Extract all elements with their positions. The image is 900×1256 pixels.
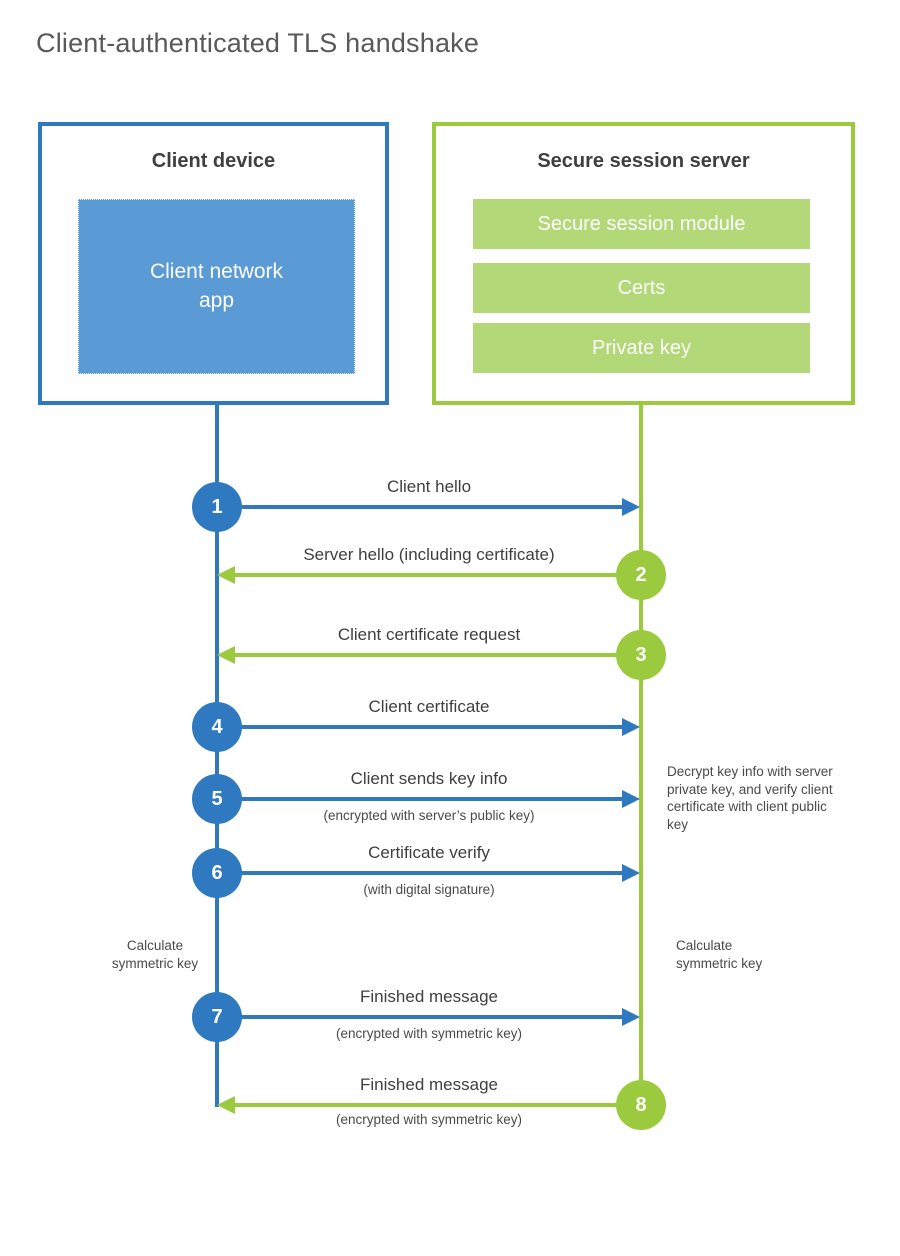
server-title: Secure session server xyxy=(537,150,750,172)
arrow-line-8 xyxy=(234,1103,641,1107)
step-badge-4: 4 xyxy=(192,702,242,752)
calculate-symmetric-key-note-client: Calculate symmetric key xyxy=(111,938,199,971)
calculate-symmetric-key-note-server: Calculate symmetric key xyxy=(676,938,763,971)
step-badge-1: 1 xyxy=(192,482,242,532)
step-number: 3 xyxy=(635,643,647,666)
arrow-line-4 xyxy=(217,725,624,729)
step-number: 6 xyxy=(211,861,223,884)
message-label-5: Client sends key info xyxy=(350,769,508,788)
step-number: 7 xyxy=(211,1005,223,1028)
message-label-2: Server hello (including certificate) xyxy=(303,545,555,564)
client-network-app-box: Client network app xyxy=(78,199,355,374)
decrypt-note: Decrypt key info with server private key… xyxy=(667,764,833,832)
client-device-title: Client device xyxy=(151,150,276,172)
message-label-4: Client certificate xyxy=(368,697,490,716)
message-label-3: Client certificate request xyxy=(337,625,521,644)
step-badge-3: 3 xyxy=(616,630,666,680)
arrow-right-icon xyxy=(622,790,640,808)
arrow-left-icon xyxy=(217,1096,235,1114)
step-number: 4 xyxy=(211,715,223,738)
server-module-secure-session: Secure session module xyxy=(473,199,810,249)
arrow-line-7 xyxy=(217,1015,624,1019)
arrow-left-icon xyxy=(217,566,235,584)
step-badge-7: 7 xyxy=(192,992,242,1042)
arrow-right-icon xyxy=(622,1008,640,1026)
step-number: 1 xyxy=(211,495,223,518)
message-sublabel-7: (encrypted with symmetric key) xyxy=(335,1026,523,1041)
page-title: Client-authenticated TLS handshake xyxy=(36,28,480,58)
server-module-private-key: Private key xyxy=(473,323,810,373)
arrow-right-icon xyxy=(622,718,640,736)
message-sublabel-6: (with digital signature) xyxy=(363,882,495,897)
message-label-7: Finished message xyxy=(360,987,498,1006)
step-number: 5 xyxy=(211,787,223,810)
step-badge-5: 5 xyxy=(192,774,242,824)
client-lifeline xyxy=(215,403,219,1107)
client-device-box: Client device Client network app xyxy=(38,122,389,405)
arrow-line-3 xyxy=(234,653,641,657)
message-label-8: Finished message xyxy=(360,1075,498,1094)
step-badge-6: 6 xyxy=(192,848,242,898)
step-number: 2 xyxy=(635,563,647,586)
arrow-line-2 xyxy=(234,573,641,577)
arrow-left-icon xyxy=(217,646,235,664)
step-badge-2: 2 xyxy=(616,550,666,600)
arrow-line-6 xyxy=(217,871,624,875)
arrow-line-1 xyxy=(217,505,624,509)
server-box: Secure session server Secure session mod… xyxy=(432,122,855,405)
step-number: 8 xyxy=(635,1093,647,1116)
arrow-right-icon xyxy=(622,498,640,516)
arrow-line-5 xyxy=(217,797,624,801)
message-sublabel-5: (encrypted with server’s public key) xyxy=(323,808,535,823)
message-label-6: Certificate verify xyxy=(368,843,490,862)
message-sublabel-8: (encrypted with symmetric key) xyxy=(335,1112,523,1127)
server-module-certs: Certs xyxy=(473,263,810,313)
message-label-1: Client hello xyxy=(386,477,472,496)
server-lifeline xyxy=(639,403,643,1107)
arrow-right-icon xyxy=(622,864,640,882)
step-badge-8: 8 xyxy=(616,1080,666,1130)
